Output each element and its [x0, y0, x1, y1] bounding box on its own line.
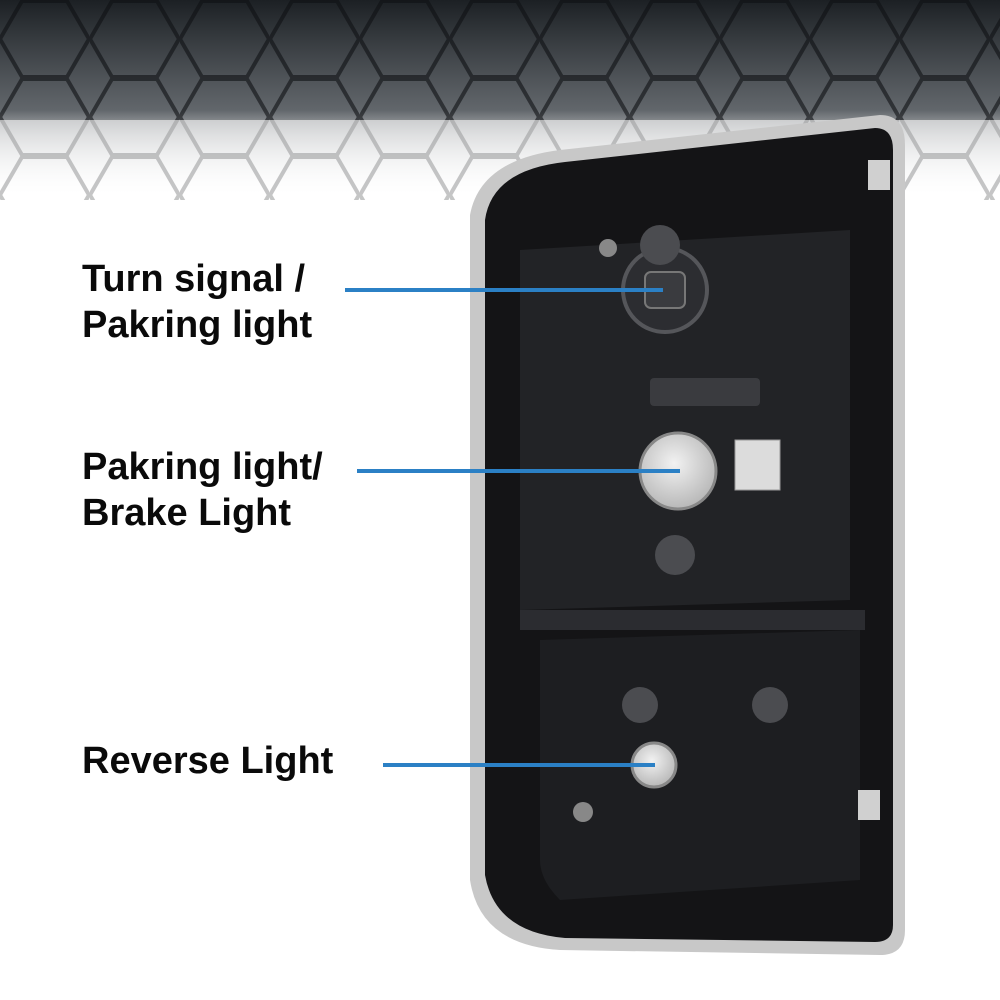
turn-signal-label: Turn signal / Pakring light — [82, 256, 312, 348]
reverse-label-line1: Reverse Light — [82, 740, 334, 782]
brake-label: Pakring light/ Brake Light — [82, 444, 323, 536]
reverse-label: Reverse Light — [82, 738, 333, 784]
brake-label-line1: Pakring light/ — [82, 446, 323, 488]
tail-light-housing — [470, 115, 905, 955]
brake-label-line2: Brake Light — [82, 492, 292, 534]
turn-signal-label-line2: Pakring light — [82, 304, 313, 346]
turn-signal-label-line1: Turn signal / — [82, 258, 306, 300]
leader-lines — [345, 288, 680, 767]
hexagon-background — [0, 0, 1000, 200]
